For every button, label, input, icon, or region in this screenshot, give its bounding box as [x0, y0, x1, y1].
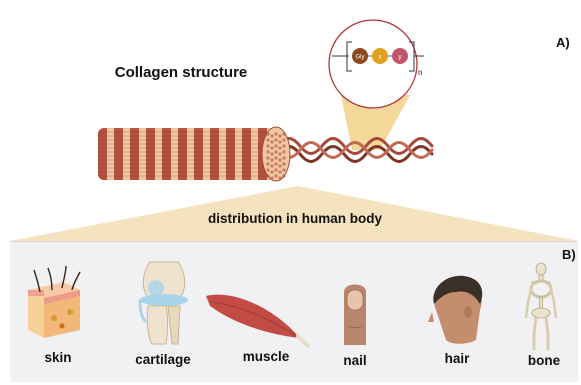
- organ-label-muscle: muscle: [221, 349, 311, 364]
- organ-label-skin: skin: [13, 350, 103, 365]
- bone-icon: [526, 263, 556, 350]
- organ-label-bone: bone: [499, 353, 581, 368]
- skin-icon: [28, 266, 80, 338]
- nail-icon: [344, 285, 366, 346]
- organ-label-cartilage: cartilage: [118, 352, 208, 367]
- hair-icon: [428, 276, 482, 344]
- organ-label-nail: nail: [310, 353, 400, 368]
- muscle-icon: [206, 295, 308, 346]
- organ-label-hair: hair: [412, 351, 502, 366]
- cartilage-icon: [140, 262, 188, 344]
